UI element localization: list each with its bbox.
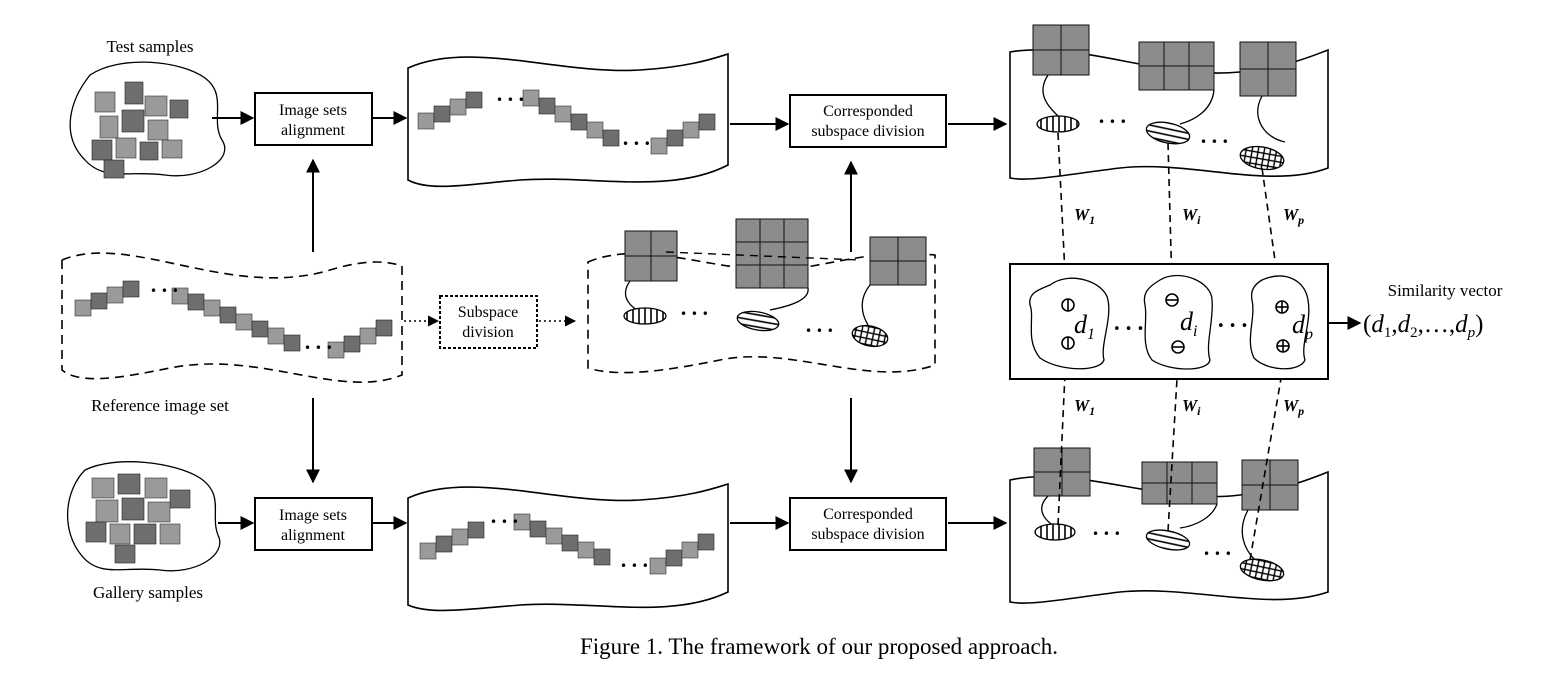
weight-w1-top: W1 — [1074, 205, 1095, 227]
distance-d1-label: d1 — [1074, 310, 1095, 343]
corresponded-top-line1: Corresponded — [823, 103, 913, 120]
reference-subspace-1 — [623, 230, 678, 325]
reference-dots-1: • • • — [150, 284, 179, 298]
corresponded-bottom-line1: Corresponded — [823, 506, 913, 523]
reference-subspace-p — [851, 236, 927, 348]
alignment-box-bottom — [254, 497, 373, 551]
aligned-gallery-faces — [419, 513, 715, 575]
reference-subspace-dots-2: • • • — [805, 324, 834, 338]
distance-di: di — [1143, 274, 1213, 370]
test-subspace-1 — [1032, 24, 1090, 133]
distance-dp-label: dp — [1292, 310, 1313, 343]
gallery-subspace-dots-2: • • • — [1203, 547, 1232, 561]
projection-arrow-bottom-1 — [1057, 350, 1072, 526]
corresponded-bottom-line2: subspace division — [811, 526, 924, 543]
projection-arrow-top-p — [1261, 167, 1285, 298]
subspace-division-line1: Subspace — [458, 304, 518, 321]
test-subspace-i — [1138, 41, 1215, 145]
gallery-samples-blob — [66, 461, 221, 572]
reference-subspace-dots-1: • • • — [680, 307, 709, 321]
figure-caption: Figure 1. The framework of our proposed … — [580, 634, 1058, 659]
gallery-samples-label: Gallery samples — [93, 583, 203, 602]
aligned-gallery-dots-2: • • • — [620, 559, 649, 573]
weight-w1-bottom: W1 — [1074, 396, 1095, 418]
test-subspace-dots-1: • • • — [1098, 115, 1127, 129]
corresponded-top-line2: subspace division — [811, 123, 924, 140]
alignment-bottom-line1: Image sets — [279, 507, 347, 524]
similarity-vector-formula: (d1,d2,…,dp) — [1363, 311, 1483, 341]
distance-d1: d1 — [1029, 277, 1110, 370]
gallery-subspace-p — [1239, 459, 1299, 582]
weight-wp-top: Wp — [1283, 205, 1304, 227]
projection-arrow-bottom-i — [1167, 360, 1183, 532]
corresponded-box-top — [789, 94, 947, 148]
gallery-subspace-i — [1141, 461, 1218, 551]
test-subspace-dots-2: • • • — [1200, 135, 1229, 149]
gallery-subspace-1 — [1033, 447, 1091, 541]
reference-dashed-link — [665, 251, 861, 261]
weight-wi-bottom: Wi — [1182, 396, 1201, 418]
test-subspace-p — [1239, 41, 1297, 171]
distance-di-label: di — [1180, 307, 1197, 340]
test-samples-blob — [69, 61, 226, 177]
aligned-gallery-dots-1: • • • — [490, 515, 519, 529]
aligned-test-dots-1: • • • — [496, 93, 525, 107]
weight-wp-bottom: Wp — [1283, 396, 1304, 418]
weight-wi-top: Wi — [1182, 205, 1201, 227]
similarity-vector-label: Similarity vector — [1388, 281, 1503, 300]
alignment-box-top — [254, 92, 373, 146]
test-samples-label: Test samples — [106, 37, 193, 56]
subspace-division-box — [439, 295, 538, 349]
distance-dots-2: • • • — [1217, 319, 1248, 334]
aligned-test-faces — [417, 89, 716, 155]
alignment-top-line2: alignment — [281, 122, 346, 139]
reference-subspace-i — [735, 218, 809, 332]
aligned-test-dots-2: • • • — [622, 137, 651, 151]
reference-image-set-label: Reference image set — [91, 396, 229, 415]
alignment-top-line1: Image sets — [279, 102, 347, 119]
gallery-samples-faces — [85, 473, 191, 564]
gallery-subspace-dots-1: • • • — [1092, 527, 1121, 541]
alignment-bottom-line2: alignment — [281, 527, 346, 544]
distance-dp: dp — [1249, 275, 1313, 370]
corresponded-box-bottom — [789, 497, 947, 551]
distance-dots-1: • • • — [1113, 322, 1144, 337]
subspace-division-line2: division — [462, 324, 514, 341]
reference-dots-2: • • • — [304, 341, 333, 355]
projection-arrow-bottom-p — [1249, 353, 1289, 561]
test-samples-faces — [91, 81, 189, 179]
reference-faces — [74, 280, 393, 359]
distance-box — [1009, 263, 1329, 380]
